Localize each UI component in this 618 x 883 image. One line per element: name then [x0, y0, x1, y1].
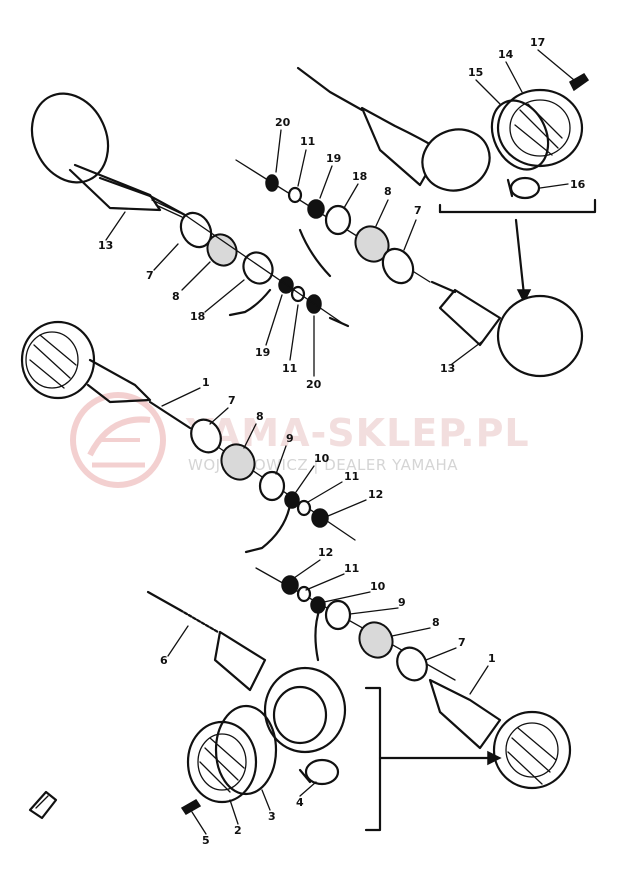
callout-18b: 18 — [352, 170, 367, 183]
wire-end-upper-left — [328, 316, 350, 328]
washer-7-lower — [396, 646, 428, 682]
grommet-8-upper-right — [354, 225, 390, 263]
callout-labels: 13 7 8 18 19 11 20 20 11 19 18 8 7 17 14… — [98, 36, 586, 847]
washer-18-upper-left — [242, 251, 274, 285]
washer-19-upper-right — [307, 199, 325, 219]
callout-1: 1 — [202, 376, 210, 389]
bracket-lower-right — [364, 686, 382, 832]
callout-1b: 1 — [488, 652, 496, 665]
washer-9-lower — [324, 599, 352, 631]
wire-upper-left — [228, 288, 272, 317]
callout-19: 19 — [255, 346, 270, 359]
watermark: YAMA-SKLEP.PL WOJ. CHOWICZ | DEALER YAMA… — [70, 392, 529, 488]
callout-8: 8 — [172, 290, 180, 303]
callout-5: 5 — [202, 834, 210, 847]
callout-4: 4 — [296, 796, 304, 809]
watermark-subtitle: WOJ. CHOWICZ | DEALER YAMAHA — [188, 456, 458, 474]
callout-13b: 13 — [440, 362, 455, 375]
grommet-8-upper-left — [206, 233, 238, 267]
washer-11-lower — [296, 585, 312, 603]
callout-11d: 11 — [344, 562, 359, 575]
washer-11-upper-right — [287, 186, 303, 204]
callout-11b: 11 — [300, 135, 315, 148]
callout-15: 15 — [468, 66, 483, 79]
callout-19b: 19 — [326, 152, 341, 165]
callout-9b: 9 — [398, 596, 406, 609]
callout-7d: 7 — [458, 636, 466, 649]
callout-20b: 20 — [275, 116, 291, 129]
turn-signal-top-left — [30, 92, 187, 218]
nut-12-lower — [281, 575, 299, 595]
washer-7-upper-left — [179, 211, 213, 249]
callout-7: 7 — [146, 269, 154, 282]
callout-2: 2 — [234, 824, 242, 837]
turn-signal-lower-right — [428, 678, 572, 790]
callout-11: 11 — [282, 362, 297, 375]
washer-11-middle — [296, 499, 312, 517]
turn-signal-top-right — [296, 66, 597, 304]
wire-lower — [314, 606, 322, 662]
callout-8b: 8 — [384, 185, 392, 198]
callout-12: 12 — [368, 488, 383, 501]
callout-3: 3 — [268, 810, 276, 823]
callout-8d: 8 — [432, 616, 440, 629]
callout-8c: 8 — [256, 410, 264, 423]
callout-11c: 11 — [344, 470, 359, 483]
callout-7b: 7 — [414, 204, 422, 217]
axis-line-upper-left — [184, 214, 346, 326]
arrow-head-lower-right — [487, 750, 502, 766]
wire-upper-right — [298, 228, 332, 278]
grommet-8-lower — [358, 621, 394, 659]
callout-6: 6 — [160, 654, 168, 667]
washer-10-middle — [284, 491, 300, 509]
callout-20: 20 — [306, 378, 322, 391]
callout-17: 17 — [530, 36, 545, 49]
callout-7c: 7 — [228, 394, 236, 407]
callout-14: 14 — [498, 48, 514, 61]
washer-9-middle — [258, 470, 286, 502]
yamaha-sklep-logo — [70, 392, 166, 488]
callout-16: 16 — [570, 178, 586, 191]
washer-7-middle — [190, 418, 222, 454]
turn-signal-right-13 — [430, 280, 584, 378]
nut-20-upper-right — [265, 174, 279, 192]
callout-12b: 12 — [318, 546, 333, 559]
wire-middle — [244, 503, 292, 554]
turn-signal-lower-left — [146, 590, 347, 815]
washer-7-upper-right — [381, 247, 415, 285]
washer-18-upper-right — [324, 204, 352, 236]
turn-signal-middle-left — [20, 320, 192, 430]
callout-18: 18 — [190, 310, 205, 323]
grommet-8-middle — [220, 443, 256, 481]
callout-10b: 10 — [370, 580, 386, 593]
callout-10: 10 — [314, 452, 330, 465]
callout-9: 9 — [286, 432, 294, 445]
nut-12-middle — [311, 508, 329, 528]
front-arrow-icon — [28, 790, 58, 820]
callout-13: 13 — [98, 239, 113, 252]
